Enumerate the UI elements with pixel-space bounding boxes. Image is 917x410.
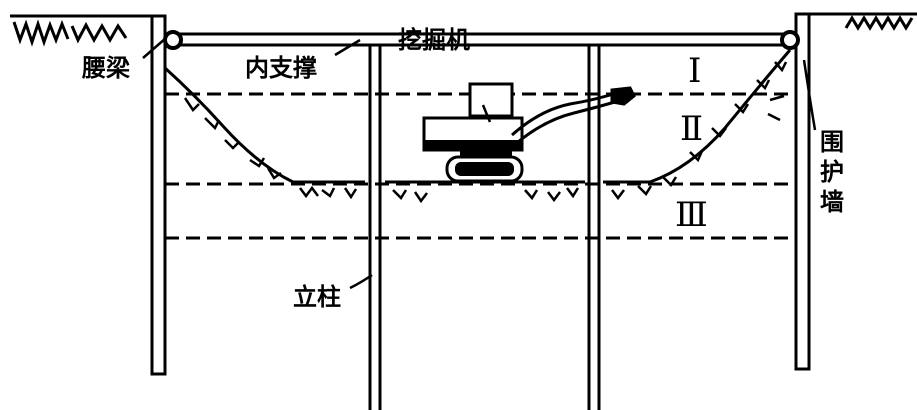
label-retaining-wall-2: 护 [820, 158, 844, 186]
label-column: 立柱 [293, 283, 341, 311]
excavator-body [422, 82, 524, 158]
column-1 [368, 45, 382, 410]
excavator-tracks [445, 155, 524, 183]
label-inner-support: 内支撑 [245, 54, 317, 82]
layer-label-1: Ⅰ [688, 51, 701, 91]
soil-hatching [183, 61, 788, 204]
label-retaining-wall-1: 围 [820, 128, 844, 156]
layer-label-2: Ⅱ [680, 109, 703, 149]
ground-surface-left [10, 14, 165, 47]
excavator [422, 82, 636, 183]
waist-beam-left [163, 30, 183, 50]
leader-lines [142, 37, 817, 290]
retaining-wall-right [794, 12, 811, 371]
excavator-boom [511, 86, 636, 144]
waist-beam-right [780, 30, 800, 50]
layer-label-3: Ⅲ [675, 195, 708, 235]
label-waist-beam: 腰梁 [81, 54, 130, 82]
label-retaining-wall-3: 墙 [820, 188, 844, 216]
retaining-wall-left [150, 14, 167, 376]
ground-surface-right [800, 12, 917, 31]
inner-support-strut [173, 32, 790, 47]
label-excavator: 挖掘机 [398, 26, 470, 54]
